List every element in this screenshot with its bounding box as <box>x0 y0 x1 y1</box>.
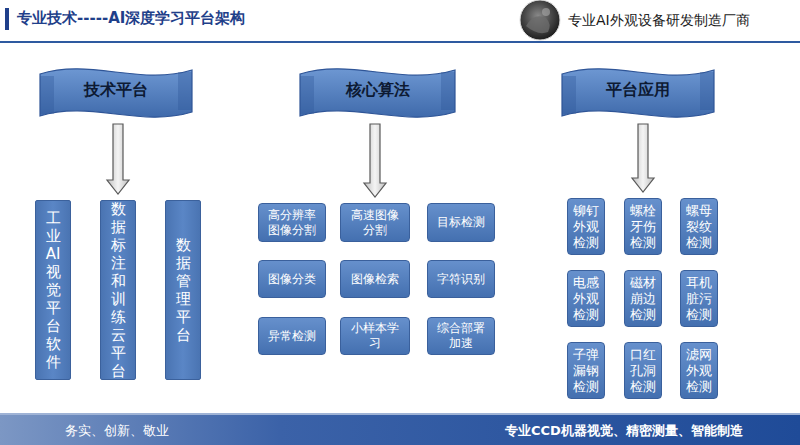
application-box: 电感外观检测 <box>567 270 605 327</box>
footer-text: 务实、创新、敬业 <box>65 422 169 440</box>
banner-outline <box>40 69 192 117</box>
application-box: 螺栓牙伤检测 <box>624 198 662 255</box>
application-box: 铆钉外观检测 <box>567 198 605 255</box>
section-banner: 核心算法 <box>300 64 455 118</box>
application-box: 磁材崩边检测 <box>624 270 662 327</box>
banner-fold <box>700 72 714 110</box>
node-text: 图像检索 <box>351 272 399 287</box>
block-arrow <box>107 124 129 194</box>
application-box: 口红孔洞检测 <box>624 342 662 399</box>
node-text: 字符识别 <box>437 272 485 287</box>
section-banner: 技术平台 <box>40 64 192 118</box>
application-box: 螺母裂纹检测 <box>680 198 718 255</box>
node-text: 滤网外观检测 <box>685 347 713 395</box>
node-text: 技术平台 <box>84 80 148 101</box>
block-arrow <box>632 124 654 192</box>
footer-text: 专业CCD机器视觉、精密测量、智能制造 <box>505 422 743 440</box>
photo-detail <box>542 8 550 16</box>
header-rule <box>0 41 800 43</box>
application-box: 子弹漏钢检测 <box>567 342 605 399</box>
node-text: 图像分类 <box>268 272 316 287</box>
node-text: 目标检测 <box>437 215 485 230</box>
banner-fold <box>300 76 314 114</box>
node-text: 铆钉外观检测 <box>572 203 600 251</box>
header-tagline: 专业AI外观设备研发制造厂商 <box>568 12 750 30</box>
banner-outline <box>300 69 455 117</box>
node-text: 平台应用 <box>606 80 670 101</box>
banner-fold <box>441 72 455 110</box>
block-arrow <box>364 124 386 197</box>
node-text: 螺栓牙伤检测 <box>629 203 657 251</box>
node-text: 工业AI视觉平台软件 <box>43 209 63 371</box>
platform-box: 工业AI视觉平台软件 <box>35 200 71 380</box>
logo-photo <box>520 0 560 40</box>
node-text: 小样本学习 <box>349 321 401 351</box>
algorithm-box: 小样本学习 <box>340 317 410 355</box>
page-title: 专业技术-----AI深度学习平台架构 <box>17 9 245 28</box>
banner-fold <box>562 76 576 114</box>
section-banner: 平台应用 <box>562 64 714 118</box>
algorithm-box: 目标检测 <box>427 203 495 242</box>
algorithm-box: 高分辨率图像分割 <box>258 203 326 242</box>
platform-box: 数据标注和训练云平台 <box>100 200 136 380</box>
node-text: 数据标注和训练云平台 <box>108 200 128 380</box>
algorithm-box: 图像检索 <box>340 260 410 298</box>
node-text: 综合部署加速 <box>435 321 487 351</box>
application-box: 滤网外观检测 <box>680 342 718 399</box>
node-text: 核心算法 <box>346 80 410 101</box>
node-text: 数据管理平台 <box>173 236 193 344</box>
banner-outline <box>562 69 714 117</box>
node-text: 子弹漏钢检测 <box>572 347 600 395</box>
algorithm-box: 字符识别 <box>427 260 495 298</box>
algorithm-box: 异常检测 <box>258 317 326 355</box>
algorithm-box: 高速图像分割 <box>340 203 410 242</box>
node-text: 磁材崩边检测 <box>629 275 657 323</box>
node-text: 螺母裂纹检测 <box>685 203 713 251</box>
banner-fold <box>178 72 192 110</box>
node-text: 高分辨率图像分割 <box>266 208 318 238</box>
algorithm-box: 图像分类 <box>258 260 326 298</box>
banner-fold <box>40 76 54 114</box>
node-text: 耳机脏污检测 <box>685 275 713 323</box>
node-text: 高速图像分割 <box>349 208 401 238</box>
photo-detail <box>526 16 550 33</box>
node-text: 口红孔洞检测 <box>629 347 657 395</box>
accent-bar <box>5 8 9 30</box>
application-box: 耳机脏污检测 <box>680 270 718 327</box>
platform-box: 数据管理平台 <box>165 200 201 380</box>
footer-band: 务实、创新、敬业 专业CCD机器视觉、精密测量、智能制造 <box>0 413 800 445</box>
algorithm-box: 综合部署加速 <box>427 317 495 355</box>
node-text: 电感外观检测 <box>572 275 600 323</box>
node-text: 异常检测 <box>268 329 316 344</box>
